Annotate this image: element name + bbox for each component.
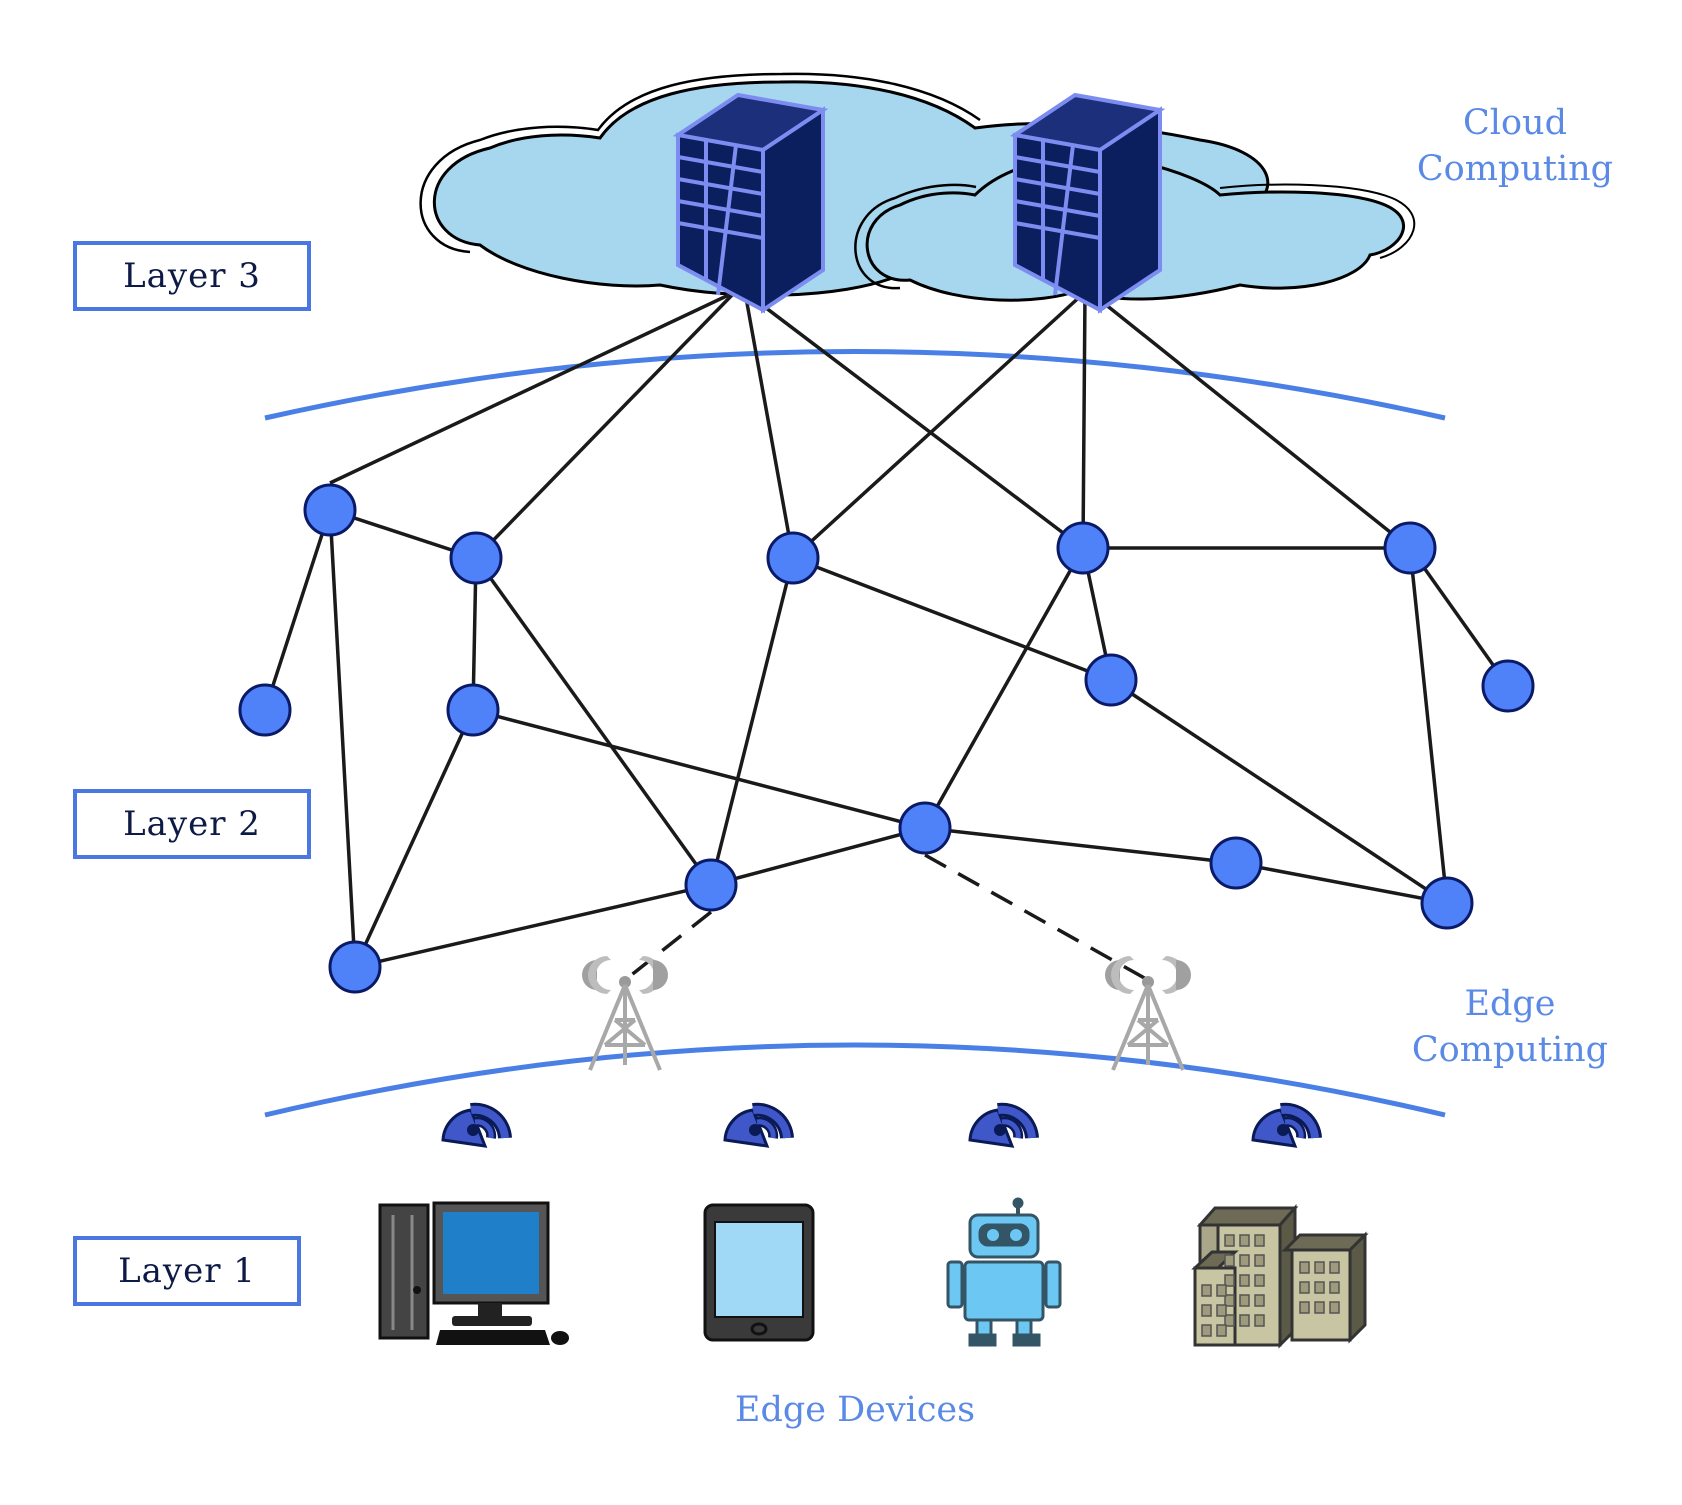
link xyxy=(924,826,1237,865)
edge-label-line1: Edge xyxy=(1464,984,1556,1024)
cloud-label-line1: Cloud xyxy=(1463,103,1567,143)
link xyxy=(1081,291,1087,549)
node xyxy=(238,683,292,737)
cloud-boundary-arc xyxy=(264,349,1446,421)
node xyxy=(1420,876,1474,930)
cell-tower-icon xyxy=(582,956,668,1071)
link xyxy=(329,290,736,485)
robot-icon xyxy=(946,1197,1062,1347)
node xyxy=(766,531,820,585)
link xyxy=(1110,678,1448,905)
link xyxy=(743,290,1085,550)
node xyxy=(303,483,357,537)
link xyxy=(1408,547,1449,904)
network-nodes xyxy=(238,483,1535,994)
link xyxy=(1088,290,1412,550)
link xyxy=(791,290,1087,560)
node xyxy=(1481,659,1535,713)
link xyxy=(472,708,926,830)
link xyxy=(743,291,795,559)
link xyxy=(709,557,795,886)
wireless-signal-icon xyxy=(1253,1110,1315,1146)
link xyxy=(263,509,332,711)
node xyxy=(449,531,503,585)
edge-computing-label: Edge Computing xyxy=(1395,981,1625,1073)
tablet-icon xyxy=(703,1203,815,1342)
node xyxy=(446,683,500,737)
node xyxy=(1056,521,1110,575)
server-icon xyxy=(1009,92,1166,314)
edge-devices-label: Edge Devices xyxy=(700,1387,1010,1433)
cell-tower-icon xyxy=(1105,956,1191,1071)
desktop-computer-icon xyxy=(378,1201,569,1345)
node xyxy=(1209,836,1263,890)
wireless-signal-icon xyxy=(725,1110,787,1146)
link xyxy=(328,509,357,968)
node xyxy=(898,801,952,855)
layer-3-label: Layer 3 xyxy=(73,241,311,311)
link xyxy=(353,709,475,968)
link xyxy=(792,556,1112,682)
layer-3-text: Layer 3 xyxy=(123,256,261,296)
link xyxy=(710,826,926,887)
dashed-link xyxy=(623,910,713,982)
wireless-links xyxy=(623,853,1149,982)
link xyxy=(1408,546,1510,688)
link xyxy=(474,556,713,887)
edge-boundary-arc xyxy=(264,1042,1446,1118)
link xyxy=(354,883,712,969)
edge-devices-text: Edge Devices xyxy=(734,1390,976,1430)
node xyxy=(684,858,738,912)
layer-2-label: Layer 2 xyxy=(73,789,311,859)
link xyxy=(474,290,737,560)
edge-label-line2: Computing xyxy=(1411,1030,1609,1070)
link xyxy=(1235,861,1448,905)
network-links xyxy=(263,290,1510,969)
layer-2-text: Layer 2 xyxy=(123,804,261,844)
dashed-link xyxy=(924,853,1149,982)
node xyxy=(328,940,382,994)
wireless-signal-icon xyxy=(443,1110,505,1146)
layer-1-text: Layer 1 xyxy=(118,1251,256,1291)
link xyxy=(923,547,1085,829)
server-icon xyxy=(672,92,829,314)
cloud-label-line2: Computing xyxy=(1416,149,1614,189)
building-icon xyxy=(1191,1204,1369,1349)
wireless-signal-icon xyxy=(970,1110,1032,1146)
node xyxy=(1084,653,1138,707)
layer-1-label: Layer 1 xyxy=(73,1236,301,1306)
cloud-computing-label: Cloud Computing xyxy=(1400,100,1630,192)
node xyxy=(1383,521,1437,575)
